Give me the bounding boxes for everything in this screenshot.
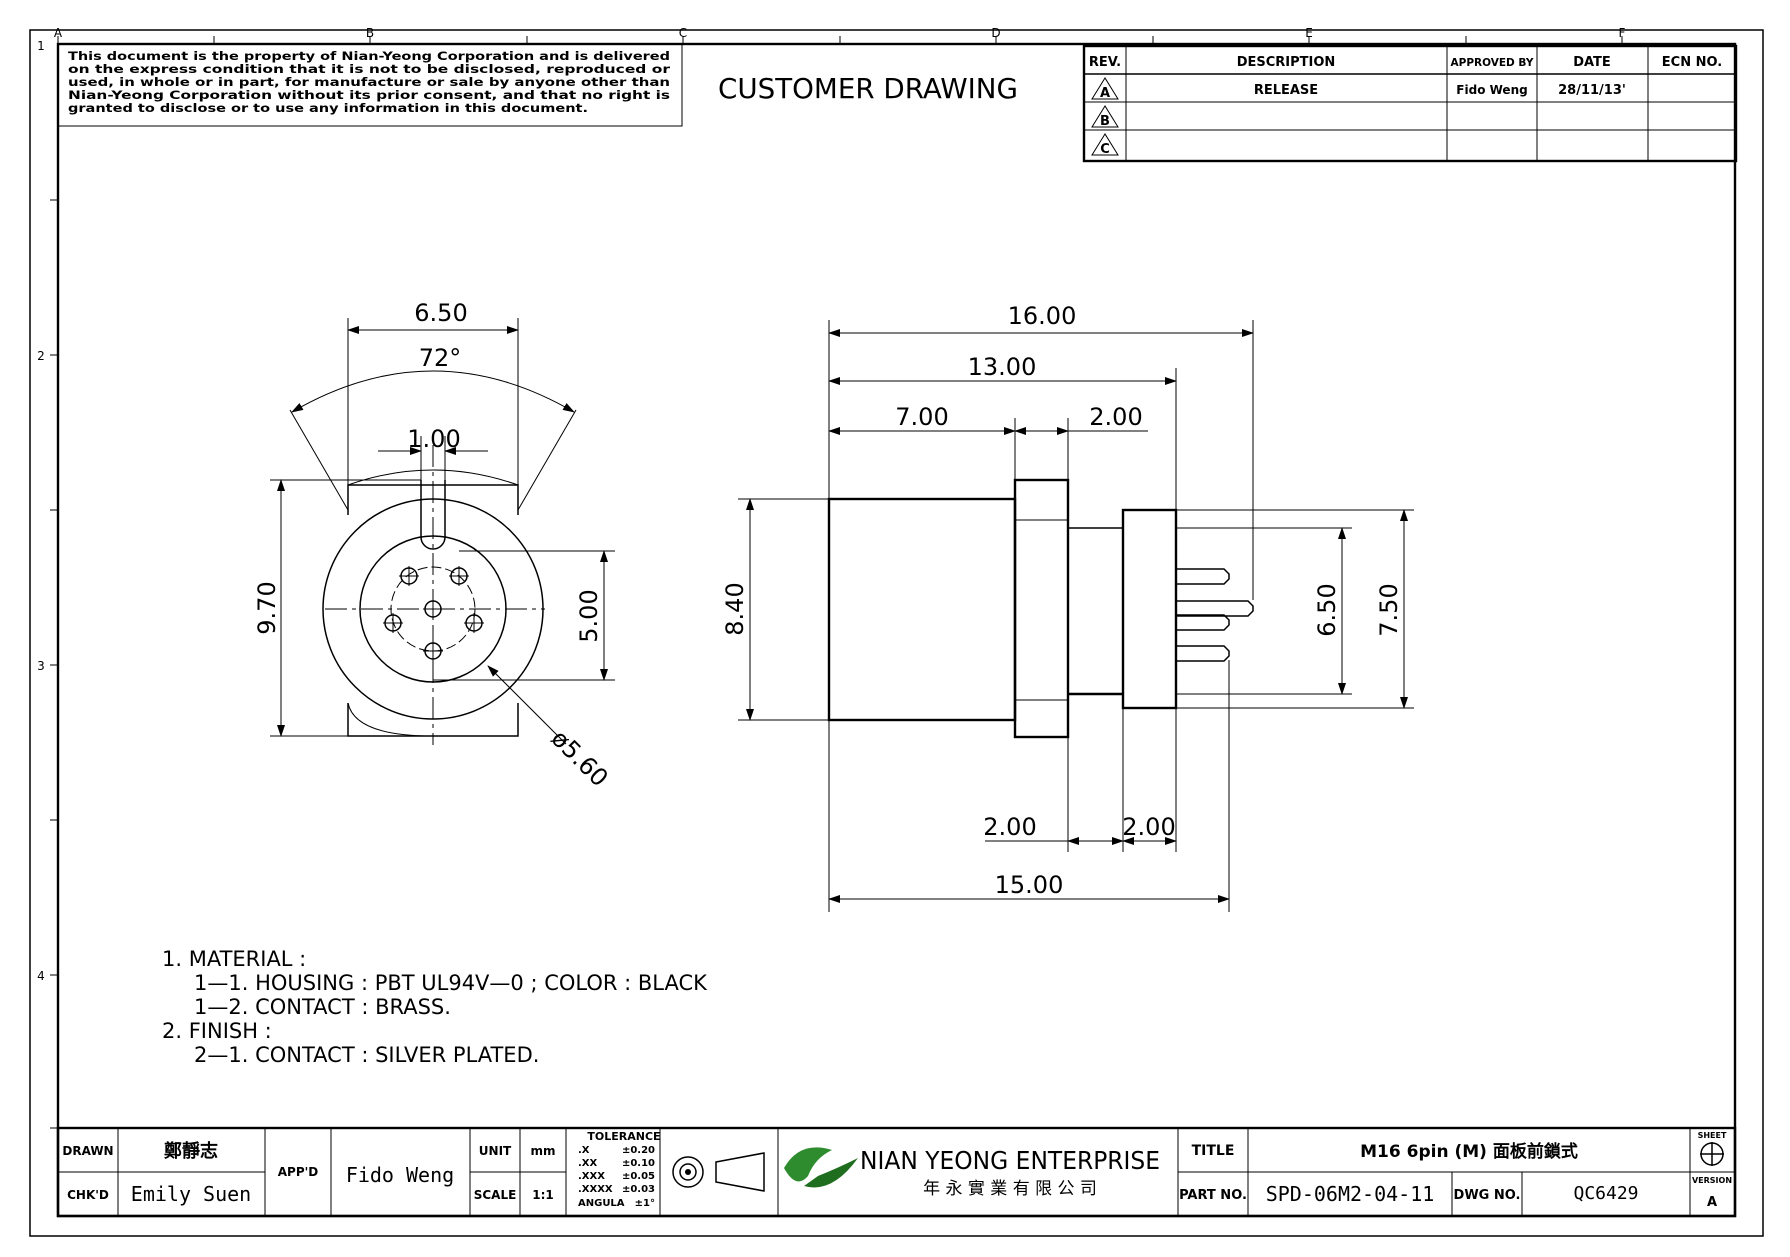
title-label: TITLE (1192, 1143, 1235, 1159)
rev-triangle-icon (1091, 77, 1119, 156)
rev-row-b-rev: B (1100, 114, 1110, 129)
chkd-label: CHK'D (67, 1188, 109, 1202)
rev-header-rev: REV. (1089, 55, 1121, 70)
tol-val-2: ±0.10 (622, 1158, 655, 1169)
disclaimer-line-4: Nian-Yeong Corporation without its prior… (68, 88, 670, 102)
dim-side-overall: 16.00 (1008, 302, 1077, 330)
grid-row-2: 2 (37, 349, 45, 363)
tol-key-5: ANGULA (578, 1198, 625, 1209)
disclaimer-line-2: on the express condition that it is not … (68, 62, 670, 76)
contact-pins (1176, 568, 1254, 662)
drawn-label: DRAWN (62, 1144, 113, 1158)
dim-front-pin-circle: 5.00 (575, 589, 603, 642)
grid-col-e: E (1305, 26, 1313, 40)
tol-key-4: .XXXX (578, 1184, 613, 1195)
scale-label: SCALE (474, 1188, 517, 1202)
company-logo-icon (784, 1147, 858, 1188)
tol-val-5: ±1° (635, 1198, 655, 1209)
disclaimer-box (57, 43, 683, 127)
chkd-value: Emily Suen (131, 1182, 251, 1206)
tol-key-3: .XXX (578, 1171, 605, 1182)
disclaimer-line-3: used, in whole or in part, for manufactu… (68, 75, 670, 89)
sheet-symbol-icon (1700, 1142, 1724, 1166)
third-angle-projection-icon (672, 1152, 765, 1192)
grid-row-3: 3 (37, 659, 45, 673)
note-line-3: 1—2. CONTACT : BRASS. (194, 995, 451, 1019)
grid-row-4: 4 (37, 969, 45, 983)
grid-col-a: A (54, 26, 63, 40)
revision-table: REV. DESCRIPTION APPROVED BY DATE ECN NO… (1082, 44, 1738, 163)
outer-border (29, 29, 1764, 1237)
notes: 1. MATERIAL : 1—1. HOUSING : PBT UL94V—0… (162, 947, 708, 1067)
scale-value: 1:1 (532, 1188, 554, 1202)
dwgno-label: DWG NO. (1454, 1188, 1521, 1203)
dim-side-outer: 7.50 (1375, 583, 1403, 636)
dim-side-body: 13.00 (968, 353, 1037, 381)
tol-key-1: .X (578, 1145, 590, 1156)
rev-row-a-description: RELEASE (1254, 83, 1318, 98)
company-name: NIAN YEONG ENTERPRISE (860, 1146, 1160, 1175)
rev-header-date: DATE (1573, 55, 1611, 70)
tol-val-4: ±0.03 (622, 1184, 655, 1195)
dim-front-width: 6.50 (414, 299, 467, 327)
note-line-4: 2. FINISH : (162, 1019, 272, 1043)
dim-side-height: 8.40 (721, 582, 749, 635)
grid-row-1: 1 (37, 39, 45, 53)
dim-front-key: 1.00 (407, 425, 460, 453)
version-label: VERSION (1692, 1176, 1732, 1185)
front-view: 6.50 72° 1.00 9.70 5.00 ø5.60 (253, 299, 615, 792)
rev-header-ecn: ECN NO. (1662, 55, 1722, 70)
unit-label: UNIT (479, 1144, 512, 1158)
dim-side-front: 7.00 (895, 403, 948, 431)
company-chinese-name: 年 永 實 業 有 限 公 司 (923, 1179, 1097, 1199)
dim-side-gap-2: 2.00 (1122, 813, 1175, 841)
rev-row-c-rev: C (1100, 142, 1110, 157)
note-line-2: 1—1. HOUSING : PBT UL94V—0 ; COLOR : BLA… (194, 971, 708, 995)
title-value: M16 6pin (M) 面板前鎖式 (1360, 1141, 1578, 1162)
tolerance-title: TOLERANCE (587, 1130, 660, 1143)
dim-front-angle: 72° (419, 344, 462, 372)
inner-border (56, 42, 1737, 1218)
rev-row-a-date: 28/11/13' (1558, 83, 1626, 98)
dim-side-gap-1: 2.00 (983, 813, 1036, 841)
title-block: DRAWN 鄭靜志 CHK'D Emily Suen APP'D Fido We… (56, 1126, 1737, 1218)
tol-val-3: ±0.05 (622, 1171, 655, 1182)
dim-front-diameter: ø5.60 (546, 724, 614, 792)
grid-col-f: F (1619, 26, 1626, 40)
grid-col-b: B (366, 26, 374, 40)
dim-front-height: 9.70 (253, 581, 281, 634)
rev-row-a-approved: Fido Weng (1456, 83, 1527, 97)
grid-col-c: C (679, 26, 687, 40)
disclaimer-line-5: granted to disclose or to use any inform… (68, 101, 588, 115)
note-line-5: 2—1. CONTACT : SILVER PLATED. (194, 1043, 539, 1067)
appd-label: APP'D (278, 1165, 319, 1179)
dim-side-inner: 6.50 (1313, 583, 1341, 636)
version-value: A (1707, 1195, 1717, 1210)
note-line-1: 1. MATERIAL : (162, 947, 306, 971)
disclaimer-text: This document is the property of Nian-Ye… (68, 49, 670, 115)
tol-key-2: .XX (578, 1158, 598, 1169)
grid-columns: A B C D E F (54, 26, 1626, 44)
rev-header-description: DESCRIPTION (1237, 55, 1336, 70)
grid-col-d: D (991, 26, 1000, 40)
partno-value: SPD-06M2-04-11 (1266, 1182, 1435, 1206)
dim-side-base: 15.00 (995, 871, 1064, 899)
dim-side-flange: 2.00 (1089, 403, 1142, 431)
sheet-label: SHEET (1698, 1131, 1727, 1140)
partno-label: PART NO. (1179, 1188, 1247, 1203)
dwgno-value: QC6429 (1573, 1183, 1638, 1204)
disclaimer-line-1: This document is the property of Nian-Ye… (68, 49, 670, 63)
rev-row-a-rev: A (1100, 86, 1110, 101)
rev-header-approved: APPROVED BY (1451, 57, 1534, 69)
page-title: CUSTOMER DRAWING (718, 72, 1018, 105)
tol-val-1: ±0.20 (622, 1145, 655, 1156)
drawn-value: 鄭靜志 (164, 1140, 218, 1162)
unit-value: mm (530, 1144, 555, 1158)
grid-rows: 1 2 3 4 (37, 39, 58, 1129)
appd-value: Fido Weng (346, 1163, 454, 1187)
side-view: 16.00 13.00 7.00 2.00 8.40 6.50 7.50 (721, 302, 1414, 912)
